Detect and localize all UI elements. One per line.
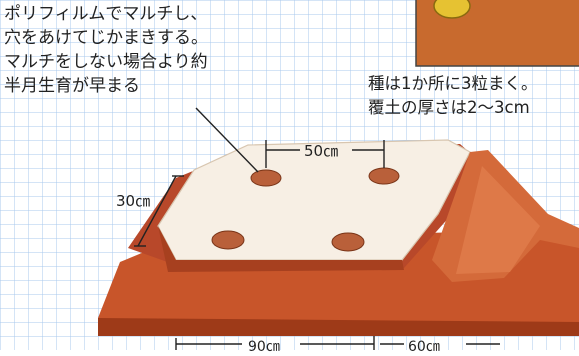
caption-right: 種は1か所に3粒まく。 覆土の厚さは2～3cm <box>368 72 538 120</box>
seed-hole <box>250 169 282 187</box>
caption-right-line-1: 種は1か所に3粒まく。 <box>368 74 538 93</box>
caption-left-line-1: ポリフィルムでマルチし、 <box>4 4 208 24</box>
seed-hole <box>211 230 245 250</box>
caption-left-line-2: 穴をあけてじかまきする。 <box>4 28 208 48</box>
caption-left-line-3: マルチをしない場合より約 <box>4 52 208 72</box>
hole-spacing-dimension <box>265 140 385 168</box>
furrow-width-label: 60㎝ <box>408 339 440 355</box>
caption-pointer <box>195 107 259 173</box>
hole-spacing-label: 50㎝ <box>304 142 339 160</box>
bed-width-label: 90㎝ <box>248 339 280 355</box>
bed-depth-label: 30㎝ <box>116 192 151 210</box>
bottom-dimensions <box>175 336 500 350</box>
seed-hole <box>331 232 365 252</box>
caption-right-line-2: 覆土の厚さは2～3cm <box>368 98 530 117</box>
furrow-ridge <box>432 150 579 282</box>
seed-hole <box>368 167 400 185</box>
caption-left-line-4: 半月生育が早まる <box>4 76 140 96</box>
caption-left: ポリフィルムでマルチし、 穴をあけてじかまきする。 マルチをしない場合より約 半… <box>4 2 208 98</box>
seed-holes <box>211 167 400 252</box>
bed-depth-dimension <box>134 175 184 247</box>
inset-photo <box>415 0 579 67</box>
